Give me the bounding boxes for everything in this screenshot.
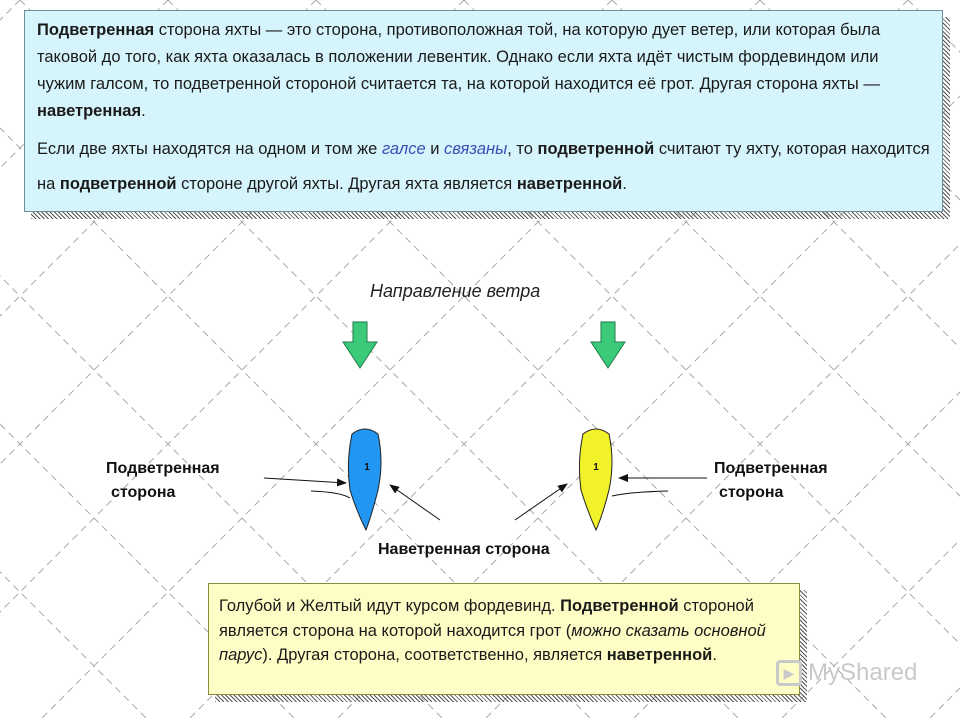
pointer-windward-yellow [514, 483, 568, 521]
leeward-label-left-line2: сторона [111, 484, 176, 501]
pointer-left-leeward [263, 477, 347, 487]
text-fragment: ). Другая сторона, соответственно, являе… [262, 646, 607, 664]
link-svyazany: связаны [444, 140, 508, 158]
term-leeward: подветренной [537, 140, 655, 158]
boat-yellow-number: 1 [593, 462, 599, 473]
wind-arrow-left-icon [342, 321, 378, 369]
boat-blue-hull [347, 428, 382, 532]
text-fragment: стороной является сторона на которой нах… [219, 597, 754, 640]
term-leeward: подветренной [59, 175, 177, 193]
term-windward: наветренной [606, 646, 713, 664]
boat-yellow: 1 [578, 428, 613, 532]
definition-paragraph: Подветренная сторона яхты — это сторона,… [37, 17, 930, 125]
text-fragment: стороне другой яхты. Другая яхта являетс… [176, 175, 517, 193]
top-note-box: Подветренная сторона яхты — это сторона,… [24, 10, 943, 212]
definition-text: сторона яхты — это сторона, противополож… [37, 21, 881, 93]
text-fragment: , то [507, 140, 538, 158]
text-fragment: Голубой и Желтый идут курсом фордевинд. [219, 597, 561, 615]
term-windward: наветренная [37, 102, 142, 120]
leeward-label-left-line1: Подветренная [106, 460, 220, 477]
windward-label: Наветренная сторона [378, 541, 550, 558]
watermark-logo: ▶ MyShared [776, 659, 917, 687]
wind-direction-label: Направление ветра [370, 281, 541, 301]
leeward-label-right-line1: Подветренная [714, 460, 828, 477]
term-leeward: Подветренная [37, 21, 155, 39]
sail-line-yellow [611, 490, 669, 497]
wind-arrow-right-icon [590, 321, 626, 369]
leeward-label-right-line2: сторона [719, 484, 784, 501]
leeward-label-left: Подветренная сторона [106, 457, 220, 505]
term-leeward: Подветренной [560, 597, 679, 615]
bottom-note-text: Голубой и Желтый идут курсом фордевинд. … [219, 594, 789, 668]
term-windward: наветренной [516, 175, 623, 193]
play-icon: ▶ [776, 660, 802, 686]
two-yachts-paragraph: Если две яхты находятся на одном и том ж… [37, 132, 930, 202]
italic-note: можно сказать основной парус [219, 621, 766, 665]
sail-line-blue [310, 490, 351, 499]
pointer-windward-blue [389, 484, 441, 521]
boat-yellow-hull [578, 428, 613, 532]
punctuation: . [141, 102, 146, 120]
text-fragment: и [425, 140, 445, 158]
link-galse: галсе [381, 140, 426, 158]
watermark-text: MyShared [808, 659, 918, 686]
leeward-label-right: Подветренная сторона [714, 457, 828, 505]
text-fragment: считают ту яхту, которая находится на [37, 140, 930, 193]
boat-blue: 1 [347, 428, 382, 532]
punctuation: . [712, 646, 717, 664]
text-fragment: Если две яхты находятся на одном и том ж… [37, 140, 382, 158]
bottom-note-box: Голубой и Желтый идут курсом фордевинд. … [208, 583, 800, 695]
boat-blue-number: 1 [364, 462, 370, 473]
punctuation: . [622, 175, 627, 193]
